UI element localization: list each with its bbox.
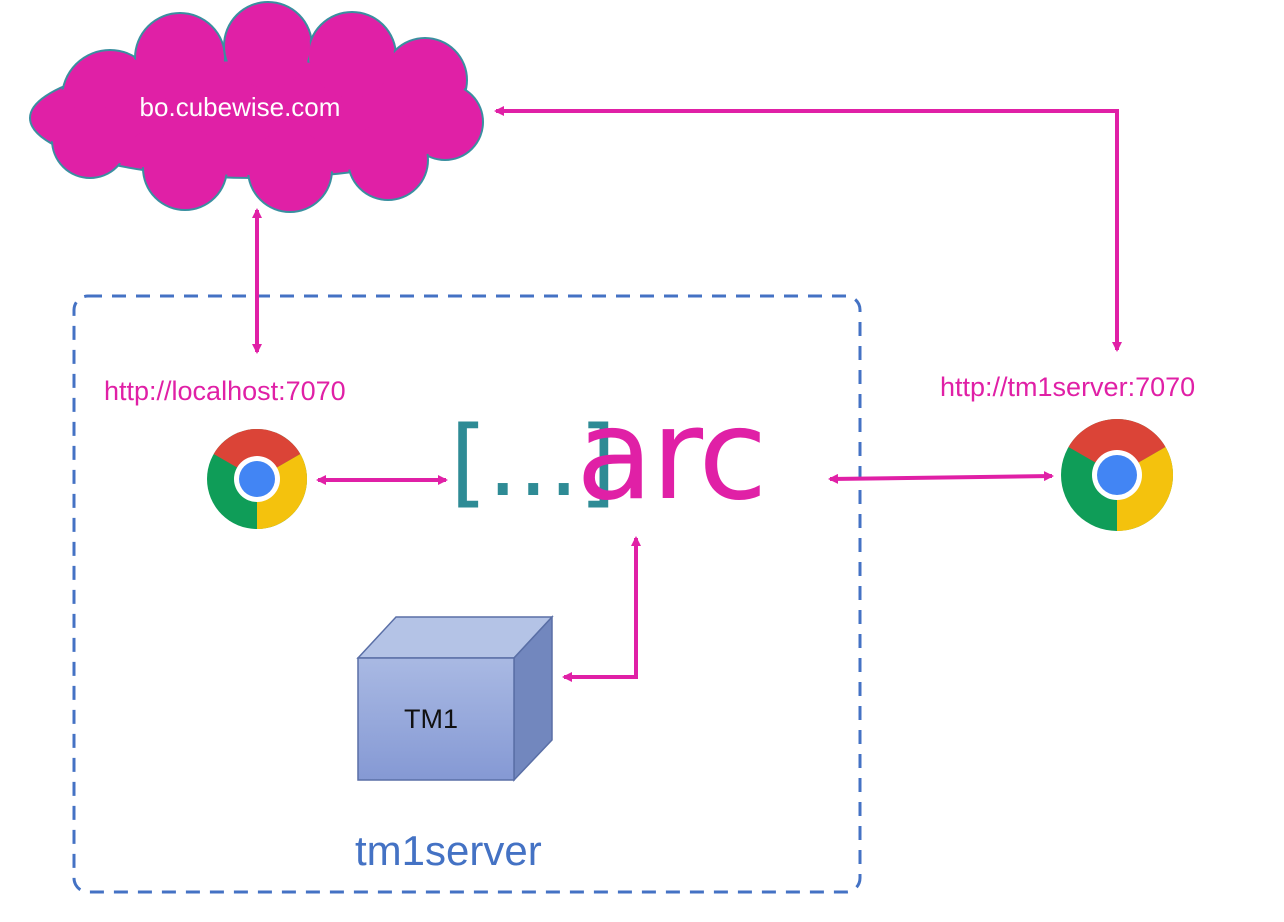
connector-arc-remote: [828, 471, 1054, 484]
arc-logo-bracket: [...]: [450, 406, 617, 518]
server-boundary-box: [72, 294, 862, 894]
tm1-cube-icon: [356, 615, 554, 782]
server-box-label: tm1server: [355, 827, 542, 874]
cloud-shape: [29, 1, 484, 213]
connector-arc-tm1: [562, 536, 641, 682]
tm1server-url-label: http://tm1server:7070: [940, 372, 1196, 402]
cloud-label: bo.cubewise.com: [139, 92, 341, 122]
chrome-icon-remote: [1061, 418, 1174, 531]
connector-cloud-remote: [494, 106, 1122, 352]
arc-logo-word: arc: [576, 381, 768, 528]
chrome-icon-local: [207, 429, 307, 529]
tm1-cube-label: TM1: [404, 704, 458, 734]
localhost-url-label: http://localhost:7070: [104, 376, 346, 406]
